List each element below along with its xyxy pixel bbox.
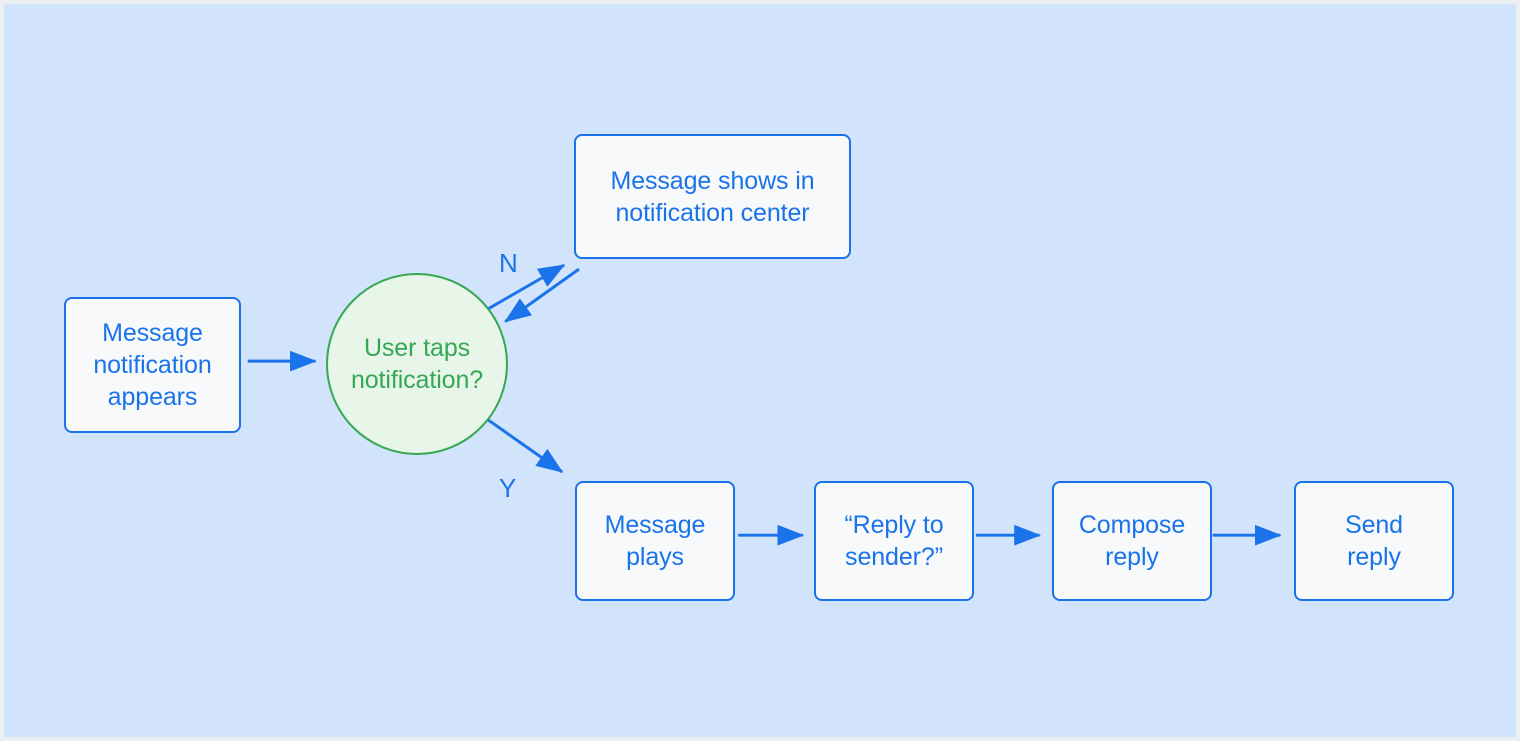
node-message-plays[interactable]: Message plays (575, 481, 735, 601)
node-reply-to-sender[interactable]: “Reply to sender?” (814, 481, 974, 601)
edge-label-no: N (499, 248, 518, 278)
node-message-notification-appears[interactable]: Message notification appears (64, 297, 241, 433)
edge-decision-to-message-plays (486, 418, 564, 474)
edge-label-yes: Y (499, 473, 517, 503)
node-compose-reply[interactable]: Compose reply (1052, 481, 1212, 601)
node-send-reply[interactable]: Send reply (1294, 481, 1454, 601)
node-user-taps-notification-decision[interactable]: User taps notification? (326, 273, 508, 455)
node-message-shows-in-notification-center[interactable]: Message shows in notification center (574, 134, 851, 259)
